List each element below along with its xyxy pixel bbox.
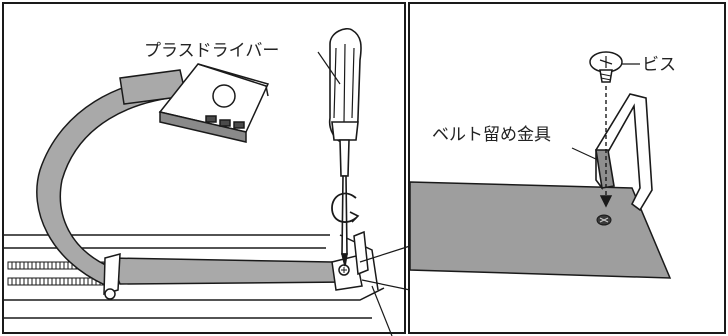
down-arrow-icon <box>599 86 613 208</box>
clockwise-rotation-arrow-icon <box>331 192 360 223</box>
callout-bracket-label: ベルト留め金具 <box>432 125 551 145</box>
base-plate <box>409 181 672 279</box>
belt-strap <box>36 69 350 287</box>
belt-clip-bracket <box>595 93 653 212</box>
screw-hole <box>596 214 612 226</box>
callout-tool-leader <box>317 51 341 85</box>
belt-buckle <box>158 63 270 143</box>
belt-ring <box>103 253 121 300</box>
callout-screw-label: ビス <box>642 55 676 75</box>
callout-tool-label: プラスドライバー <box>144 41 279 61</box>
phillips-screwdriver <box>328 28 362 267</box>
left-panel: プラスドライバー <box>2 2 411 336</box>
right-panel-frame <box>408 2 726 334</box>
callout-bracket-leader <box>571 147 599 161</box>
screw <box>589 51 623 83</box>
mounted-bracket <box>331 230 369 291</box>
zoom-connector <box>359 245 411 336</box>
right-panel: ビス ベルト留め金具 <box>408 2 726 334</box>
